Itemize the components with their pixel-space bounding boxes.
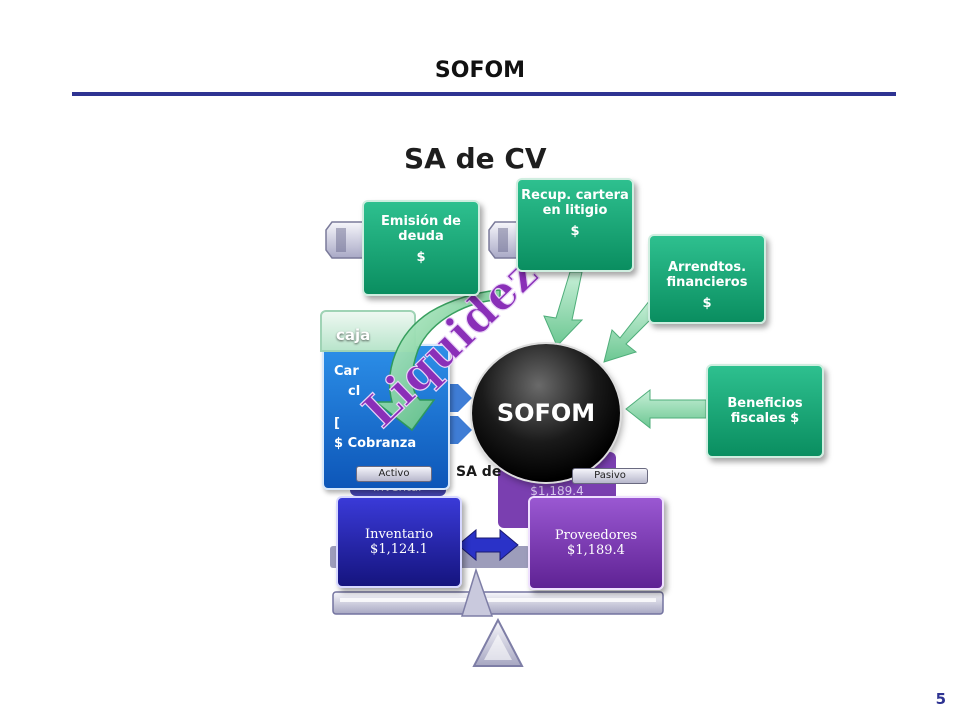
caja-label: caja xyxy=(336,326,371,344)
double-arrow-icon xyxy=(457,528,519,562)
emision-deuda-box: Emisión de deuda $ xyxy=(362,200,480,296)
cobranza-line-4: $ Cobranza xyxy=(334,436,417,451)
pasivo-tag: Pasivo xyxy=(572,468,648,484)
recup-cartera-box: Recup. cartera en litigio $ xyxy=(516,178,634,272)
recup-cartera-amount: $ xyxy=(570,224,580,239)
inventario-label: Inventario xyxy=(364,527,434,542)
inventario-amount: $1,124.1 xyxy=(370,542,428,557)
diagram-subtitle: SA de CV xyxy=(404,142,547,175)
recup-cartera-title: Recup. cartera en litigio xyxy=(521,188,629,218)
fulcrum-base xyxy=(472,617,524,667)
inventario-box: Inventario $1,124.1 xyxy=(336,496,462,588)
beneficios-fiscales-title: Beneficios fiscales $ xyxy=(727,396,803,426)
beneficios-fiscales-box: Beneficios fiscales $ xyxy=(706,364,824,458)
sa-de-cv-small-label: SA de xyxy=(456,464,502,480)
proveedores-box: Proveedores $1,189.4 xyxy=(528,496,664,590)
activo-tag: Activo xyxy=(356,466,432,482)
cobranza-line-1: Car xyxy=(334,364,359,379)
arrendamientos-amount: $ xyxy=(702,296,712,311)
page-title: SOFOM xyxy=(434,58,526,83)
proveedores-label: Proveedores xyxy=(554,528,638,543)
cobranza-box: Car cl [ $ Cobranza xyxy=(322,344,450,490)
arrendamientos-title: Arrendtos. financieros xyxy=(666,260,748,290)
cobranza-line-3: [ xyxy=(334,416,340,431)
arrendamientos-box: Arrendtos. financieros $ xyxy=(648,234,766,324)
balance-beam xyxy=(332,591,664,615)
cobranza-line-2: cl xyxy=(348,384,361,399)
liquidez-arrow xyxy=(373,289,501,432)
title-underline xyxy=(72,92,896,96)
arrow-fiscal-to-sofom xyxy=(625,388,707,430)
proveedores-amount: $1,189.4 xyxy=(567,543,625,558)
sofom-center: SOFOM xyxy=(472,344,620,482)
fulcrum-upper xyxy=(460,567,494,617)
emision-deuda-amount: $ xyxy=(416,250,426,265)
sofom-center-label: SOFOM xyxy=(496,399,596,427)
blue-chevron-arrows xyxy=(448,384,472,444)
proveedores-ghost-amount: $1,189.4 xyxy=(530,484,584,498)
arrow-recup-to-sofom xyxy=(543,271,584,347)
emision-deuda-title: Emisión de deuda xyxy=(381,214,461,244)
page-number: 5 xyxy=(935,690,946,708)
